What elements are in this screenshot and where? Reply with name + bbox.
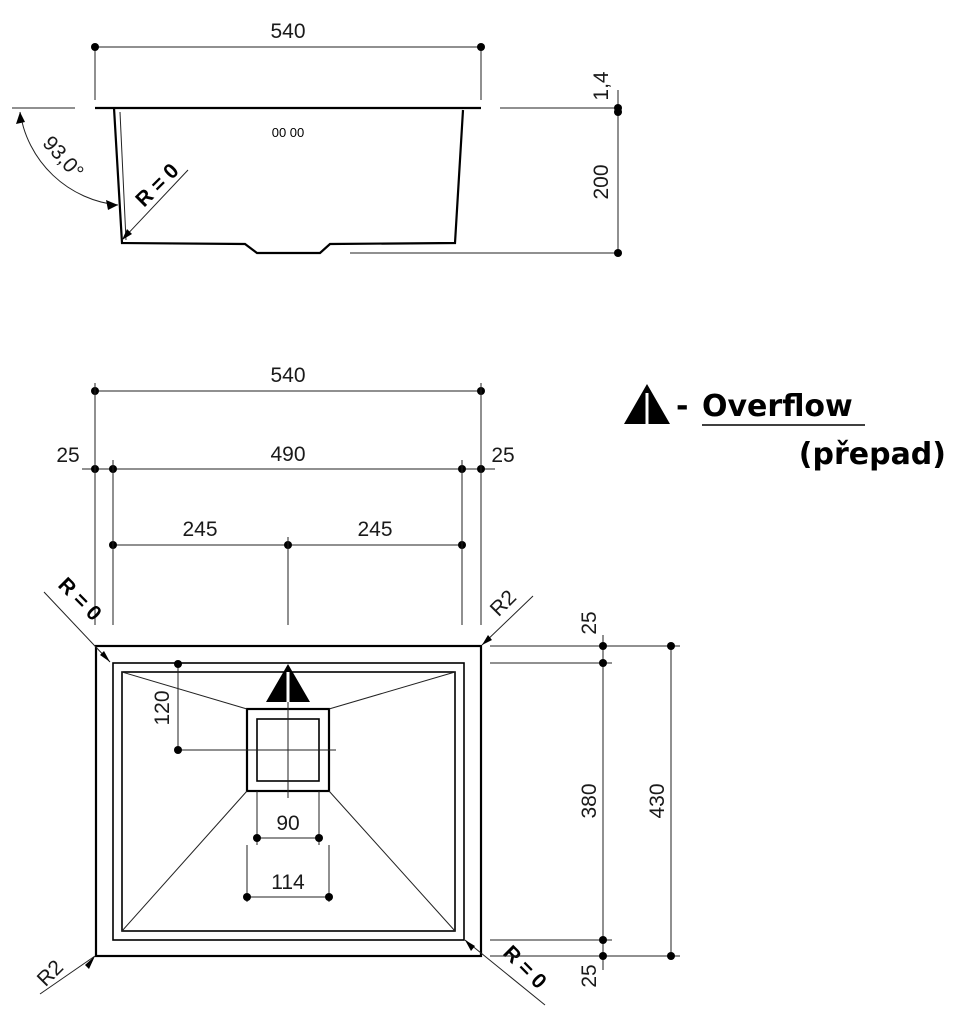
legend-separator: - bbox=[676, 389, 688, 424]
sink-inner-bowl bbox=[112, 662, 465, 941]
overall-width-label: 540 bbox=[270, 364, 305, 387]
overflow-slots: 00 00 bbox=[272, 125, 305, 140]
angle-label: 93,0° bbox=[38, 132, 88, 184]
top-view: 540 490 25 25 245 245 bbox=[33, 364, 680, 1006]
corner-bottom-right-label: R = 0 bbox=[499, 941, 551, 993]
right-rim-label: 25 bbox=[491, 444, 514, 467]
overall-height-label: 430 bbox=[646, 783, 669, 818]
sink-outer-rim bbox=[94, 644, 483, 958]
left-rim-label: 25 bbox=[56, 444, 79, 467]
overflow-symbol bbox=[266, 664, 310, 702]
drain-inner-label: 90 bbox=[276, 812, 299, 835]
legend: - Overflow (přepad) bbox=[624, 384, 946, 472]
drain-offset-label: 120 bbox=[151, 690, 174, 725]
side-view: 540 00 00 1,4 200 93,0° R = 0 bbox=[12, 20, 622, 257]
bottom-rim-label: 25 bbox=[578, 964, 601, 987]
drain-outer-label: 114 bbox=[271, 871, 305, 894]
inner-height-label: 380 bbox=[578, 783, 601, 818]
side-width-label: 540 bbox=[270, 20, 305, 43]
legend-label: Overflow bbox=[702, 389, 853, 424]
half-left-label: 245 bbox=[182, 518, 217, 541]
top-rim-label: 25 bbox=[578, 611, 601, 634]
side-radius-label: R = 0 bbox=[131, 159, 183, 211]
corner-bottom-left-label: R2 bbox=[33, 956, 68, 991]
thickness-label: 1,4 bbox=[590, 71, 613, 101]
corner-top-right-label: R2 bbox=[486, 586, 521, 621]
half-right-label: 245 bbox=[357, 518, 392, 541]
sink-profile bbox=[112, 107, 465, 255]
corner-top-left-label: R = 0 bbox=[54, 573, 106, 625]
legend-sublabel: (přepad) bbox=[799, 437, 946, 472]
depth-label: 200 bbox=[590, 164, 613, 199]
legend-overflow-icon bbox=[624, 384, 670, 424]
inner-width-label: 490 bbox=[270, 443, 305, 466]
